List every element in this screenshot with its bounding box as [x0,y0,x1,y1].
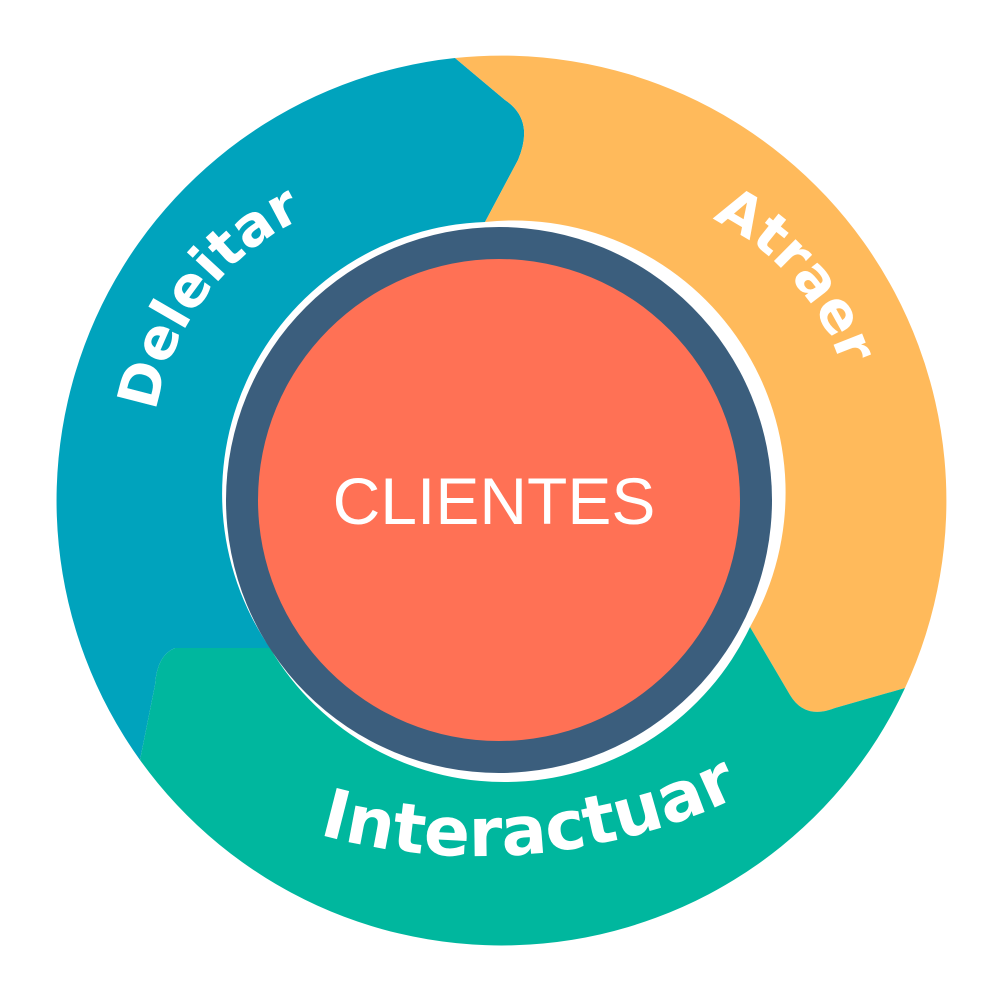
segment-deleitar [56,58,525,760]
center-circle [258,259,740,741]
center-label: CLIENTES [333,464,656,538]
segment-interactuar [140,627,905,946]
segment-atraer [455,55,947,712]
